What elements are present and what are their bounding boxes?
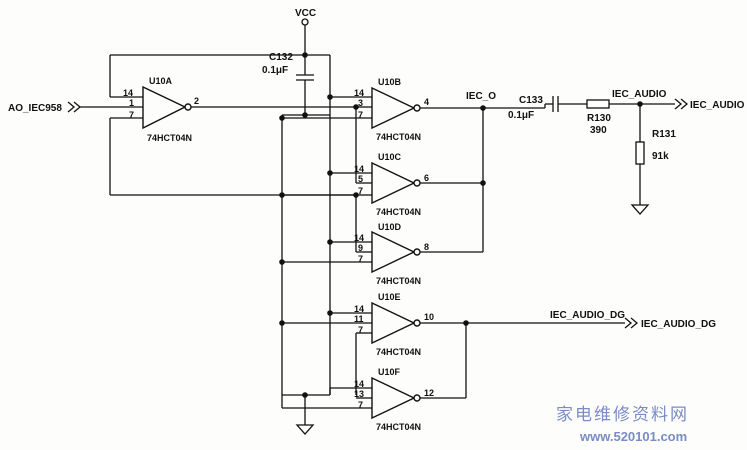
- u10c-pin-out: 6: [424, 173, 429, 183]
- c133-ref: C133: [519, 95, 543, 106]
- gate-u10a: [80, 54, 356, 196]
- net-iec-o-label: IEC_O: [466, 91, 496, 102]
- u10a-pin-out: 2: [194, 96, 199, 106]
- r130-value: 390: [590, 125, 607, 136]
- u10f-ref: U10F: [378, 367, 401, 377]
- u10e-pin-vcc: 14: [354, 304, 364, 314]
- u10a-pin-gnd: 7: [129, 110, 134, 120]
- u10e-pin-out: 10: [424, 312, 434, 322]
- r131-resistor: [630, 104, 650, 215]
- watermark-url: www.520101.com: [579, 429, 687, 444]
- u10d-pin-in: 9: [358, 243, 363, 253]
- u10c-part: 74HCT04N: [376, 207, 421, 217]
- u10f-pin-in: 13: [354, 389, 364, 399]
- ground-symbol: [295, 395, 315, 435]
- c133-value: 0.1μF: [508, 110, 534, 121]
- c132-value: 0.1μF: [262, 65, 288, 76]
- iec-audio-port-label: IEC_AUDIO: [690, 100, 745, 111]
- u10e-pin-gnd: 7: [358, 325, 363, 335]
- u10f-part: 74HCT04N: [376, 422, 421, 432]
- vcc-terminal: [301, 18, 309, 26]
- gate-u10c: [282, 107, 483, 205]
- iec-audio-port-arrow: [674, 98, 689, 110]
- gate-u10d: [282, 108, 484, 274]
- net-iec-audio-dg-label: IEC_AUDIO_DG: [550, 310, 625, 321]
- u10b-part: 74HCT04N: [376, 132, 421, 142]
- u10d-part: 74HCT04N: [376, 276, 421, 286]
- gate-u10f: [281, 323, 467, 420]
- watermark-text: 家电维修资料网: [556, 405, 689, 425]
- u10b-pin-out: 4: [424, 97, 429, 107]
- u10a-pin-vcc: 14: [123, 88, 133, 98]
- u10d-pin-out: 8: [424, 242, 429, 252]
- r131-value: 91k: [652, 151, 669, 162]
- u10d-pin-vcc: 14: [354, 233, 364, 243]
- u10c-pin-gnd: 7: [358, 186, 363, 196]
- u10c-pin-in: 5: [358, 174, 363, 184]
- r130-ref: R130: [587, 113, 611, 124]
- u10a-part: 74HCT04N: [147, 133, 192, 143]
- u10a-ref: U10A: [149, 76, 173, 86]
- u10d-pin-gnd: 7: [358, 254, 363, 264]
- junction-dots: [279, 52, 643, 398]
- net-iec-audio-label: IEC_AUDIO: [612, 89, 667, 100]
- c132-ref: C132: [269, 52, 293, 63]
- u10a-pin-in: 1: [129, 98, 134, 108]
- u10e-part: 74HCT04N: [376, 347, 421, 357]
- u10b-ref: U10B: [378, 77, 402, 87]
- gate-u10b: [282, 86, 545, 130]
- u10c-pin-vcc: 14: [354, 164, 364, 174]
- u10f-pin-vcc: 14: [354, 379, 364, 389]
- r131-ref: R131: [652, 129, 676, 140]
- input-net-label: AO_IEC958: [8, 103, 62, 114]
- u10b-pin-in: 3: [358, 98, 363, 108]
- iec-audio-dg-port-label: IEC_AUDIO_DG: [641, 319, 716, 330]
- u10e-ref: U10E: [378, 292, 401, 302]
- u10c-ref: U10C: [378, 152, 402, 162]
- u10e-pin-in: 11: [354, 314, 364, 324]
- u10d-ref: U10D: [378, 222, 402, 232]
- u10b-pin-gnd: 7: [358, 110, 363, 120]
- u10b-pin-vcc: 14: [354, 88, 364, 98]
- u10f-pin-out: 12: [424, 388, 434, 398]
- vcc-label: VCC: [295, 8, 316, 19]
- iec-audio-dg-port-arrow: [624, 317, 639, 329]
- r130-resistor: [586, 99, 675, 109]
- u10f-pin-gnd: 7: [358, 400, 363, 410]
- gate-u10e: [282, 301, 625, 395]
- c133-capacitor: [544, 96, 587, 112]
- vcc-rail: VCC: [281, 8, 331, 395]
- input-port-arrow: [67, 101, 82, 113]
